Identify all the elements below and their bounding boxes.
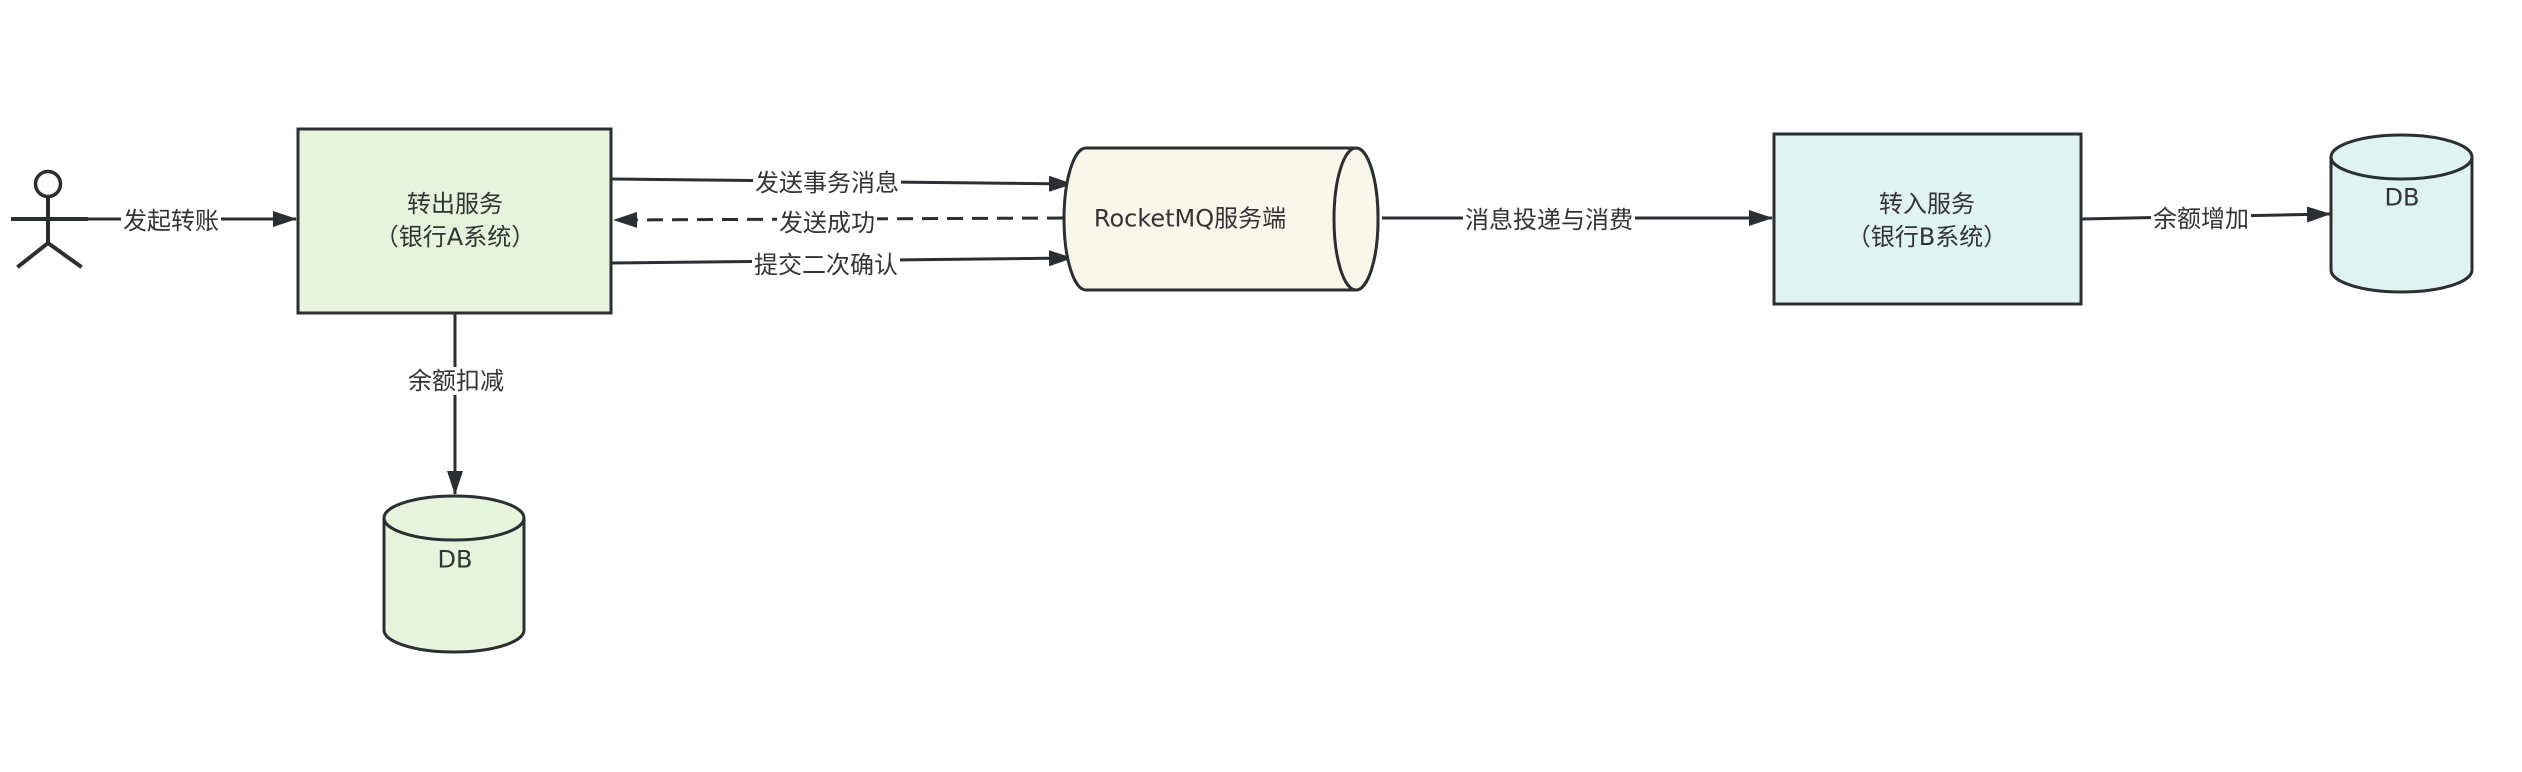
actor-right-leg [45,240,83,269]
edge-label-balance-increase: 余额增加 [2151,205,2251,233]
actor-head [33,169,63,199]
edge-label-initiate-transfer: 发起转账 [121,207,221,235]
bank-a-service-subtitle: （银行A系统） [374,223,536,251]
bank-b-service-box[interactable] [1772,132,2083,306]
database-a-label: DB [437,545,473,574]
stick-figure-actor-icon[interactable] [11,169,88,269]
bank-a-service-box[interactable] [296,127,613,315]
database-a-cylinder-icon[interactable] [382,494,526,654]
edge-label-send-tx-message: 发送事务消息 [753,169,901,197]
bank-a-service-label: 转出服务 （银行A系统） [375,188,535,254]
edge-label-deliver-consume: 消息投递与消费 [1463,206,1635,234]
edge-label-send-success: 发送成功 [777,209,877,237]
edge-label-commit-confirm: 提交二次确认 [752,251,900,279]
bank-a-service-title: 转出服务 [406,190,503,218]
bank-b-service-subtitle: （银行B系统） [1846,223,2008,251]
rocketmq-server-cylinder[interactable] [1062,146,1380,292]
database-b-label: DB [2384,183,2420,212]
database-b-cylinder-icon[interactable] [2329,133,2474,294]
edge-label-balance-decrease: 余额扣减 [406,367,506,395]
bank-b-service-title: 转入服务 [1879,190,1975,218]
rocketmq-server-label: RocketMQ服务端 [1093,204,1287,233]
bank-b-service-label: 转入服务 （银行B系统） [1847,188,2007,254]
actor-left-leg [16,240,51,269]
